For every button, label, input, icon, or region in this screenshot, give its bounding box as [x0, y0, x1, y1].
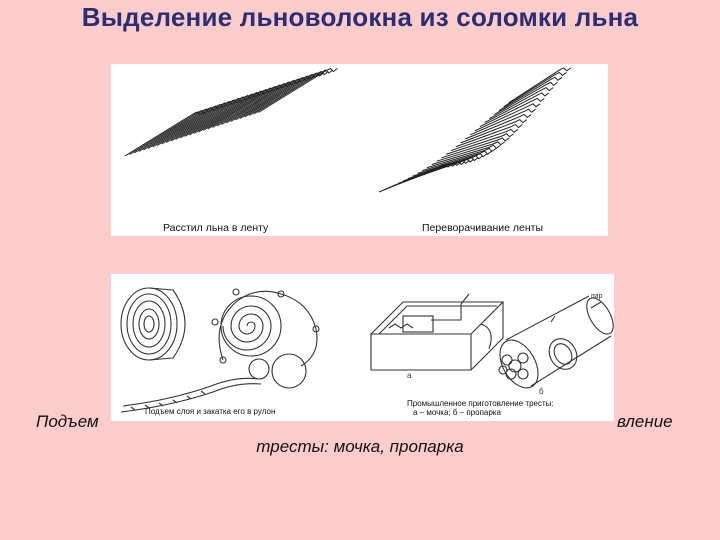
retting-tank-icon	[369, 293, 505, 371]
flax-spreading-figure: Расстил льна в ленту Переворачивание лен…	[111, 64, 608, 236]
flax-ribbon-right	[378, 67, 572, 193]
label-rolling: Подъем слоя и закатка его в рулон	[145, 407, 276, 416]
slide-title: Выделение льноволокна из соломки льна	[81, 2, 639, 32]
label-industrial-line2: а – мочка; б – пропарка	[413, 408, 501, 417]
steaming-cylinder-icon	[498, 295, 614, 389]
caption-line2: тресты: мочка, пропарка	[256, 437, 464, 456]
mark-b: б	[539, 387, 544, 396]
label-industrial-line1: Промышленное приготовление тресты:	[407, 399, 554, 408]
flax-ribbon-drawings	[124, 67, 572, 193]
label-turning: Переворачивание ленты	[422, 222, 543, 234]
flax-ribbon-left	[124, 67, 338, 157]
mark-a: а	[407, 371, 412, 380]
retting-drawings: а б пар	[120, 287, 614, 413]
flax-roll-icon	[120, 287, 186, 361]
mark-steam: пар	[591, 293, 603, 300]
label-spreading: Расстил льна в ленту	[163, 222, 269, 234]
caption-right: вление	[617, 412, 673, 431]
rolling-machine-icon	[120, 288, 320, 413]
retting-figure: а б пар Подъем слоя и закатка его в руло…	[111, 274, 614, 421]
caption-left: Подъем	[36, 412, 99, 431]
